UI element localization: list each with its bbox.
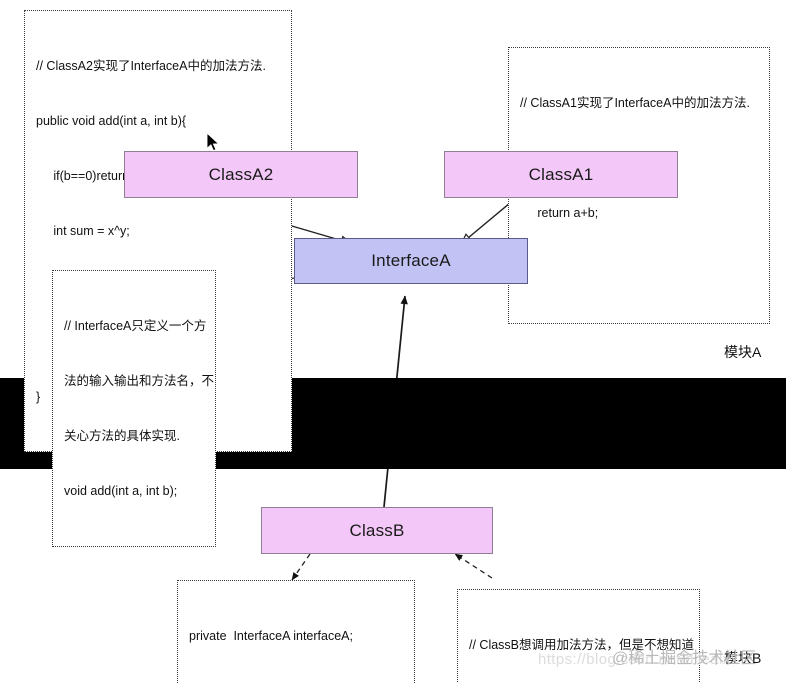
note-line: 法的输入输出和方法名，不: [64, 374, 215, 389]
note-line: 关心方法的具体实现.: [64, 429, 180, 444]
note-classB-comment: // ClassB想调用加法方法，但是不想知道 A是直接通过加法运算还是位运算计…: [457, 589, 700, 683]
note-line: }: [36, 390, 41, 405]
node-classA1[interactable]: ClassA1: [444, 151, 678, 198]
edge-note-classB-code: [291, 553, 311, 581]
watermark-csdn: https://blog.csdn.net/dilealxx: [538, 651, 739, 668]
node-classB[interactable]: ClassB: [261, 507, 493, 554]
note-classB-code: private InterfaceA interfaceA; public vo…: [177, 580, 415, 683]
note-line: private InterfaceA interfaceA;: [189, 628, 353, 643]
note-line: // ClassB想调用加法方法，但是不想知道: [469, 637, 695, 652]
node-label: InterfaceA: [371, 251, 451, 270]
watermark-juejin: @稀土掘金技术社区: [612, 650, 757, 667]
module-label-a: 模块A: [724, 344, 762, 360]
note-line: // ClassA2实现了InterfaceA中的加法方法.: [36, 58, 266, 73]
note-line: }: [520, 259, 758, 277]
note-line: void add(int a, int b);: [64, 484, 178, 499]
note-line: // ClassA1实现了InterfaceA中的加法方法.: [520, 95, 750, 110]
node-label: ClassA1: [528, 164, 594, 184]
node-label: ClassB: [349, 520, 405, 540]
node-label: ClassA2: [208, 164, 274, 184]
note-interfaceA: // InterfaceA只定义一个方 法的输入输出和方法名，不 关心方法的具体…: [52, 270, 216, 547]
node-interfaceA[interactable]: InterfaceA: [294, 238, 528, 284]
note-line: public void add(int a, int b){: [36, 114, 187, 129]
note-line: // InterfaceA只定义一个方: [64, 318, 207, 333]
node-classA2[interactable]: ClassA2: [124, 151, 358, 198]
edge-note-classB-comment: [454, 553, 493, 579]
module-label-b: 模块B: [724, 650, 762, 666]
note-line: return a+b;: [520, 206, 599, 221]
note-line: int sum = x^y;: [36, 224, 130, 239]
